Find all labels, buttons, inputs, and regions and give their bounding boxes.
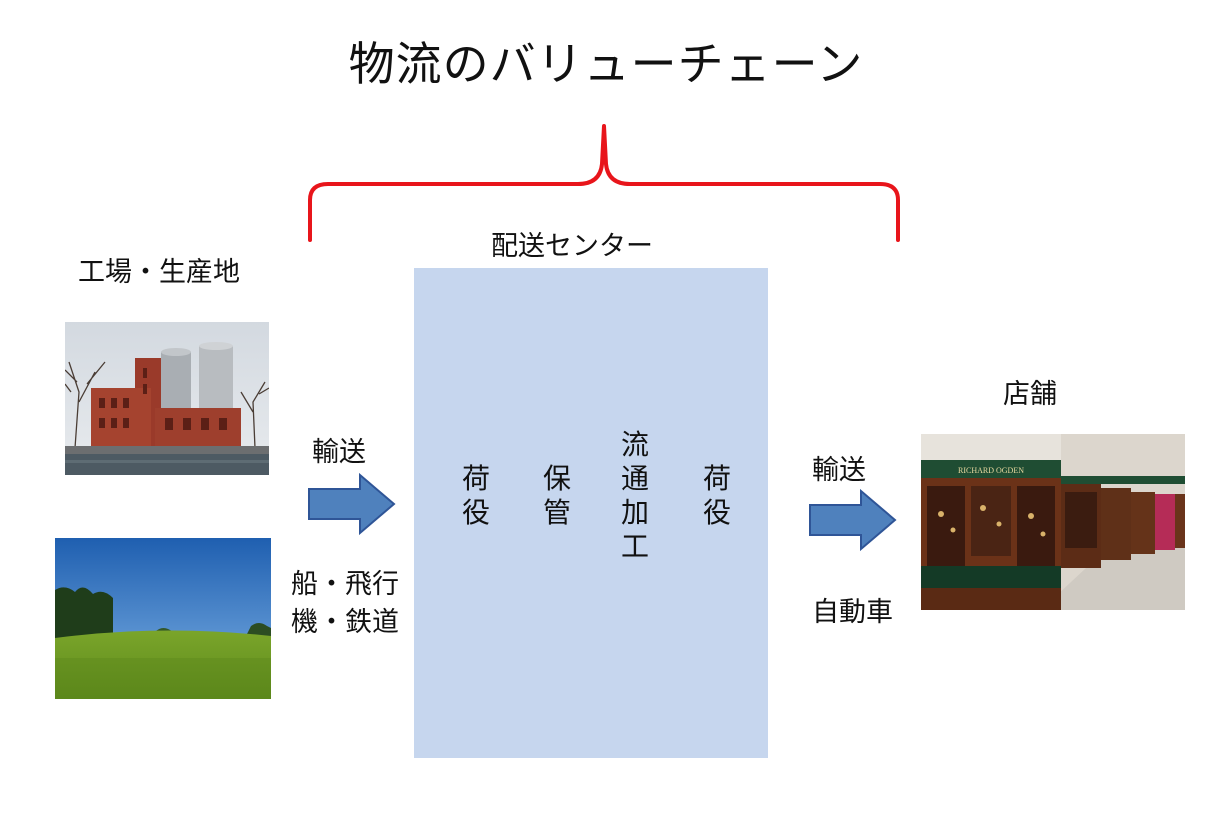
field-photo — [55, 538, 271, 699]
factory-photo — [65, 322, 269, 475]
store-label: 店舗 — [1003, 379, 1057, 410]
store-sign-text: RICHARD OGDEN — [958, 466, 1024, 475]
transport-modes-line-1: 船・飛行 — [291, 569, 399, 600]
diagram-title: 物流のバリューチェーン — [348, 37, 864, 91]
right-transport-label: 輸送 — [812, 455, 866, 486]
right-transport-arrow-icon — [809, 488, 897, 552]
distribution-center-label: 配送センター — [491, 231, 653, 262]
factory-origin-label: 工場・生産地 — [78, 257, 240, 288]
step-processing: 流通加工 — [620, 428, 649, 563]
step-cargo-handling-out: 荷役 — [702, 462, 731, 529]
left-transport-modes: 船・飛行 機・鉄道 — [291, 566, 399, 642]
bracket-brace — [308, 124, 900, 242]
right-transport-mode: 自動車 — [812, 597, 893, 628]
transport-modes-line-2: 機・鉄道 — [291, 607, 399, 638]
step-cargo-handling-in: 荷役 — [461, 462, 490, 529]
store-arcade-photo: RICHARD OGDEN — [921, 434, 1185, 610]
distribution-center-box — [414, 268, 768, 758]
left-transport-label: 輸送 — [312, 437, 366, 468]
step-storage: 保管 — [542, 462, 571, 529]
left-transport-arrow-icon — [308, 472, 396, 536]
